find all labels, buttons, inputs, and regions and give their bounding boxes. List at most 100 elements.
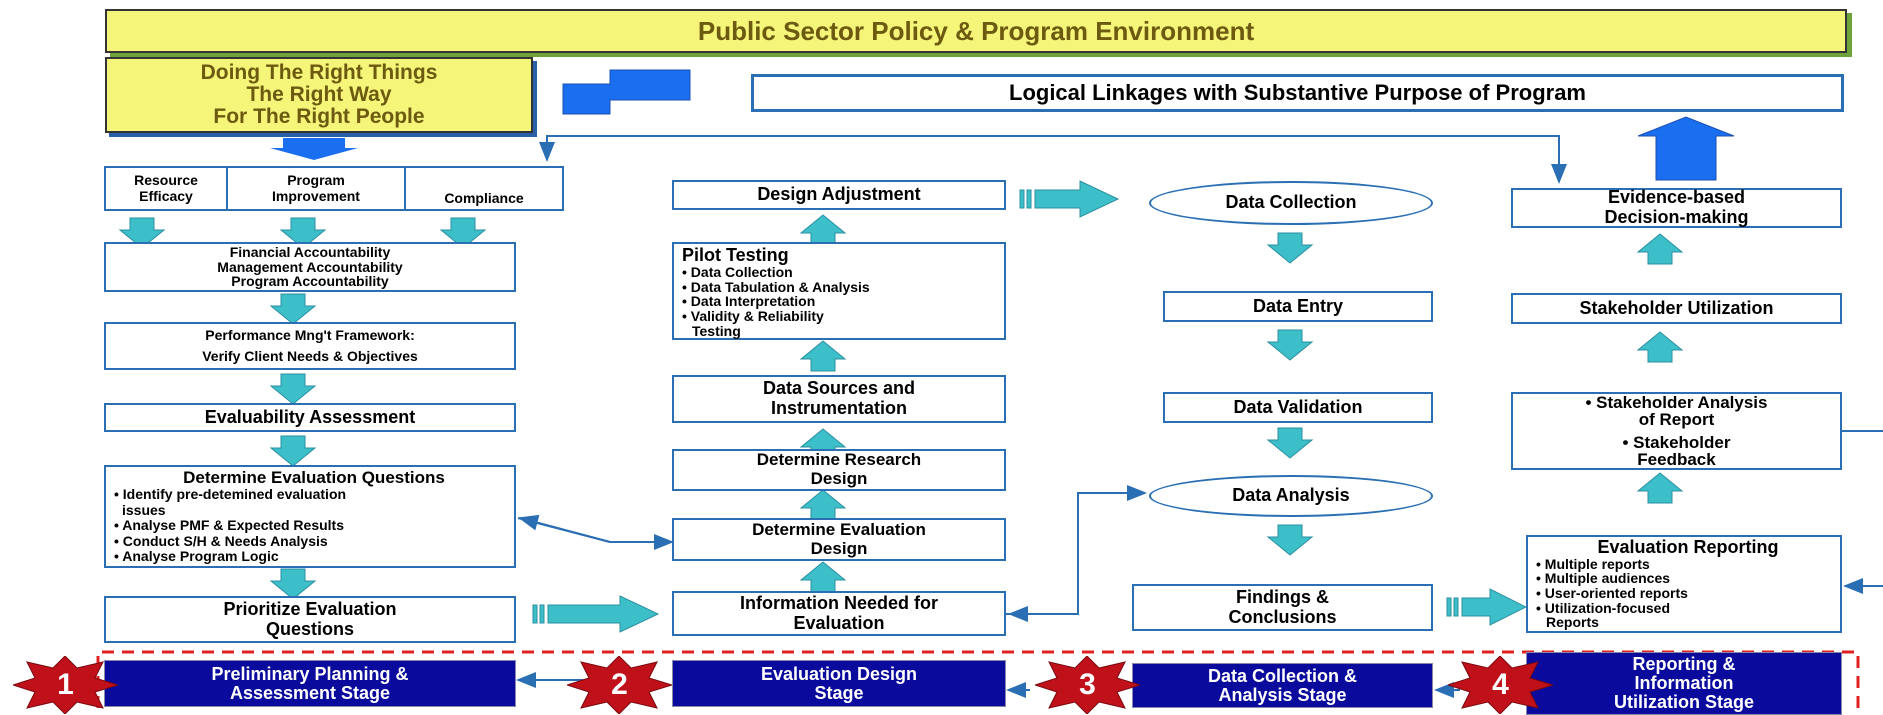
evaluation-reporting-box: Evaluation Reporting • Multiple reports … (1526, 535, 1842, 633)
data-sources-line: Instrumentation (770, 398, 907, 418)
right-way-line: The Right Way (246, 82, 392, 106)
questions-title: Determine Evaluation Questions (183, 467, 445, 487)
reporting-bullet: Reports (1546, 614, 1599, 631)
right-way-line: For The Right People (213, 105, 425, 129)
tab-label: Compliance (444, 189, 524, 206)
stage-label: Data Collection & (1207, 665, 1358, 686)
evaluability-box: Evaluability Assessment (104, 403, 516, 432)
questions-bullet: issues (122, 501, 166, 518)
findings-line: Findings & (1236, 586, 1329, 607)
evidence-line: Evidence-based (1607, 187, 1746, 208)
prioritize-line: Prioritize Evaluation (223, 598, 397, 619)
page-title: Public Sector Policy & Program Environme… (105, 9, 1847, 53)
stakeholder-utilization-label: Stakeholder Utilization (1579, 297, 1774, 318)
stage-4-banner: Reporting & Information Utilization Stag… (1526, 652, 1842, 715)
stage-3-banner: Data Collection & Analysis Stage (1132, 663, 1433, 708)
tab-label: Program (287, 172, 345, 189)
evaluation-questions-box: Determine Evaluation Questions • Identif… (104, 465, 516, 568)
evaluation-design-box: Determine Evaluation Design (672, 518, 1006, 561)
evaluation-design-line: Determine Evaluation (752, 519, 926, 539)
pilot-bullet: Testing (692, 322, 741, 339)
reporting-bullet: • User-oriented reports (1536, 585, 1688, 602)
stage-label: Stage (814, 682, 864, 703)
stage-2-banner: Evaluation Design Stage (672, 660, 1006, 707)
tab-label: Resource (134, 172, 198, 189)
research-design-line: Determine Research (756, 450, 922, 470)
data-validation-label: Data Validation (1233, 396, 1363, 417)
stage-number: 1 (57, 668, 74, 701)
linkages-label: Logical Linkages with Substantive Purpos… (1009, 79, 1586, 105)
tab-label: Efficacy (139, 187, 193, 204)
evidence-line: Decision-making (1604, 207, 1749, 227)
pmf-line: Verify Client Needs & Objectives (202, 348, 418, 364)
stage-number: 4 (1492, 668, 1509, 701)
blue-down-arrow (270, 138, 358, 160)
blue-left-arrow (562, 69, 691, 115)
design-adjustment-label: Design Adjustment (757, 184, 921, 205)
stage-label: Evaluation Design (760, 663, 918, 684)
pmf-box: Performance Mng't Framework: Verify Clie… (104, 322, 516, 370)
stakeholder-utilization-box: Stakeholder Utilization (1511, 293, 1842, 324)
pilot-bullet: • Data Interpretation (682, 293, 816, 310)
questions-bullet: • Identify pre-detemined evaluation (114, 486, 347, 503)
data-analysis-node: Data Analysis (1149, 475, 1433, 517)
research-design-line: Design (810, 469, 868, 488)
stage-1-banner: Preliminary Planning & Assessment Stage (104, 660, 516, 707)
questions-bullet: • Analyse Program Logic (114, 547, 279, 564)
right-way-line: Doing The Right Things (200, 60, 438, 84)
stage-label: Information (1634, 673, 1734, 694)
linkages-box: Logical Linkages with Substantive Purpos… (751, 74, 1844, 112)
pilot-bullet: • Data Collection (682, 263, 793, 280)
accountability-line: Management Accountability (217, 258, 403, 275)
pilot-testing-box: Pilot Testing • Data Collection • Data T… (672, 242, 1006, 340)
prioritize-line: Questions (265, 618, 354, 639)
stakeholder-analysis-line: Feedback (1637, 450, 1716, 469)
research-design-box: Determine Research Design (672, 449, 1006, 491)
stakeholder-analysis-line: • Stakeholder (1622, 433, 1731, 452)
pilot-bullet: • Data Tabulation & Analysis (682, 278, 870, 295)
stage-label: Utilization Stage (1613, 691, 1754, 712)
evidence-decision-box: Evidence-based Decision-making (1511, 187, 1842, 228)
data-sources-line: Data Sources and (762, 378, 916, 399)
data-sources-box: Data Sources and Instrumentation (672, 375, 1006, 423)
stage-1-star-icon: 1 (13, 656, 118, 714)
data-collection-node: Data Collection (1149, 181, 1433, 225)
tab-label: Improvement (272, 187, 360, 204)
tab-program-improvement: Program Improvement (226, 166, 406, 211)
accountability-line: Program Accountability (231, 273, 389, 290)
reporting-bullet: • Utilization-focused (1536, 599, 1671, 616)
findings-line: Conclusions (1228, 606, 1337, 627)
stage-3-star-icon: 3 (1035, 656, 1140, 714)
data-entry-box: Data Entry (1163, 291, 1433, 322)
stakeholder-analysis-line: • Stakeholder Analysis (1585, 393, 1768, 412)
information-needed-line: Information Needed for (739, 592, 938, 613)
reporting-bullet: • Multiple reports (1536, 555, 1650, 572)
stage-label: Reporting & (1632, 654, 1736, 675)
data-validation-box: Data Validation (1163, 392, 1433, 423)
tab-resource-efficacy: Resource Efficacy (104, 166, 228, 211)
data-collection-label: Data Collection (1225, 192, 1357, 213)
reporting-title: Evaluation Reporting (1597, 536, 1779, 557)
accountability-box: Financial Accountability Management Acco… (104, 242, 516, 292)
information-needed-box: Information Needed for Evaluation (672, 591, 1006, 636)
stage-number: 3 (1079, 668, 1096, 701)
data-analysis-label: Data Analysis (1232, 485, 1350, 506)
information-needed-line: Evaluation (793, 612, 885, 633)
stakeholder-analysis-box: • Stakeholder Analysis of Report • Stake… (1511, 392, 1842, 470)
stage-label: Assessment Stage (229, 682, 391, 703)
stage-label: Analysis Stage (1218, 684, 1347, 705)
right-way-box: Doing The Right Things The Right Way For… (105, 57, 533, 133)
accountability-line: Financial Accountability (229, 243, 391, 260)
evaluability-label: Evaluability Assessment (204, 406, 416, 427)
tab-compliance: Compliance (404, 166, 564, 211)
design-adjustment-box: Design Adjustment (672, 180, 1006, 210)
data-entry-label: Data Entry (1252, 295, 1344, 316)
pilot-bullet: • Validity & Reliability (682, 307, 824, 324)
evaluation-design-line: Design (810, 538, 868, 558)
reporting-bullet: • Multiple audiences (1536, 570, 1671, 587)
stage-number: 2 (611, 668, 628, 701)
prioritize-box: Prioritize Evaluation Questions (104, 596, 516, 643)
pmf-line: Performance Mng't Framework: (205, 327, 415, 343)
findings-box: Findings & Conclusions (1132, 584, 1433, 631)
